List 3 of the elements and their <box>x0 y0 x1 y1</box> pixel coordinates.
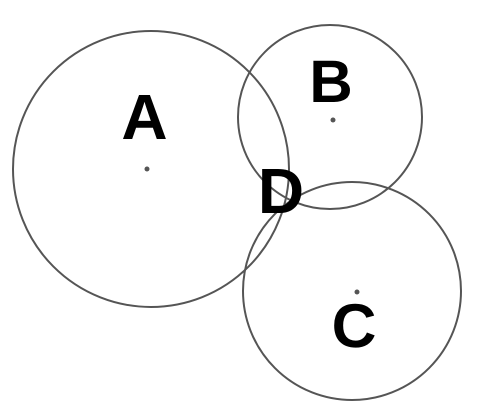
set-label: A <box>121 85 168 149</box>
set-label: C <box>332 296 376 358</box>
set-label: B <box>309 52 353 112</box>
